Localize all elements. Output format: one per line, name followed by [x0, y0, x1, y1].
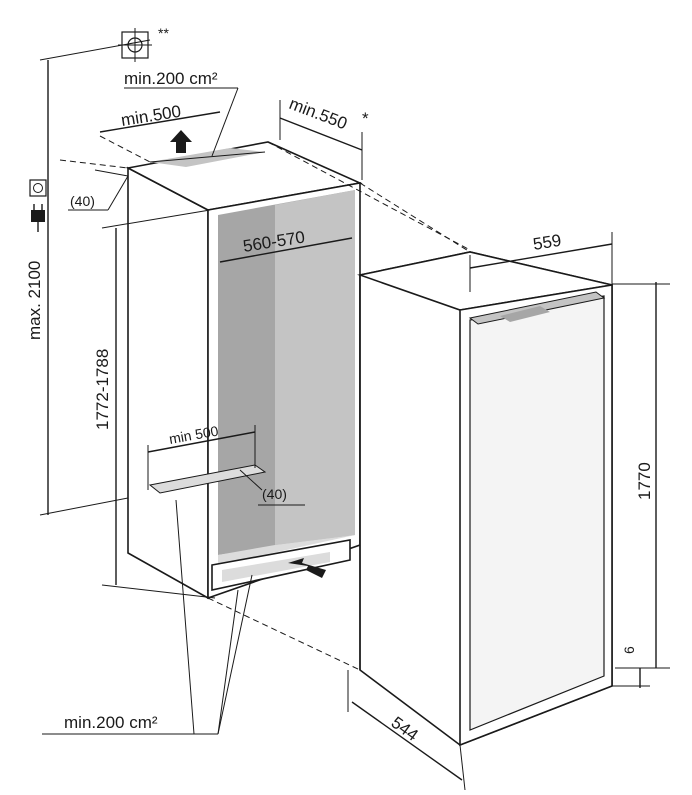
width-559-label: 559 [532, 231, 563, 254]
height-1770-label: 1770 [635, 462, 654, 500]
min500-top-label: min.500 [120, 102, 183, 130]
min550-label: min.550 [287, 94, 350, 133]
socket-icon [29, 179, 47, 197]
cabinet-niche [125, 141, 363, 600]
min200-bottom-label: min.200 cm² [64, 713, 158, 732]
height-range-label: 1772-1788 [93, 349, 112, 430]
forty-bottom-label: (40) [262, 486, 287, 502]
forty-top-label: (40) [70, 193, 95, 209]
depth-544-label: 544 [388, 713, 422, 745]
guide-lines [59, 135, 471, 671]
min200-top-label: min.200 cm² [124, 69, 218, 88]
six-label: 6 [621, 646, 637, 654]
asterisk-label: * [362, 109, 369, 128]
airflow-arrow-icon [170, 130, 192, 153]
plug-icon [31, 204, 45, 232]
gas-connection-icon [118, 28, 152, 62]
refrigerator [357, 251, 613, 747]
dimension-lines [39, 39, 670, 791]
max2100-label: max. 2100 [25, 261, 44, 340]
double-asterisk: ** [158, 25, 169, 41]
airflow-arrow-icon [288, 558, 326, 578]
